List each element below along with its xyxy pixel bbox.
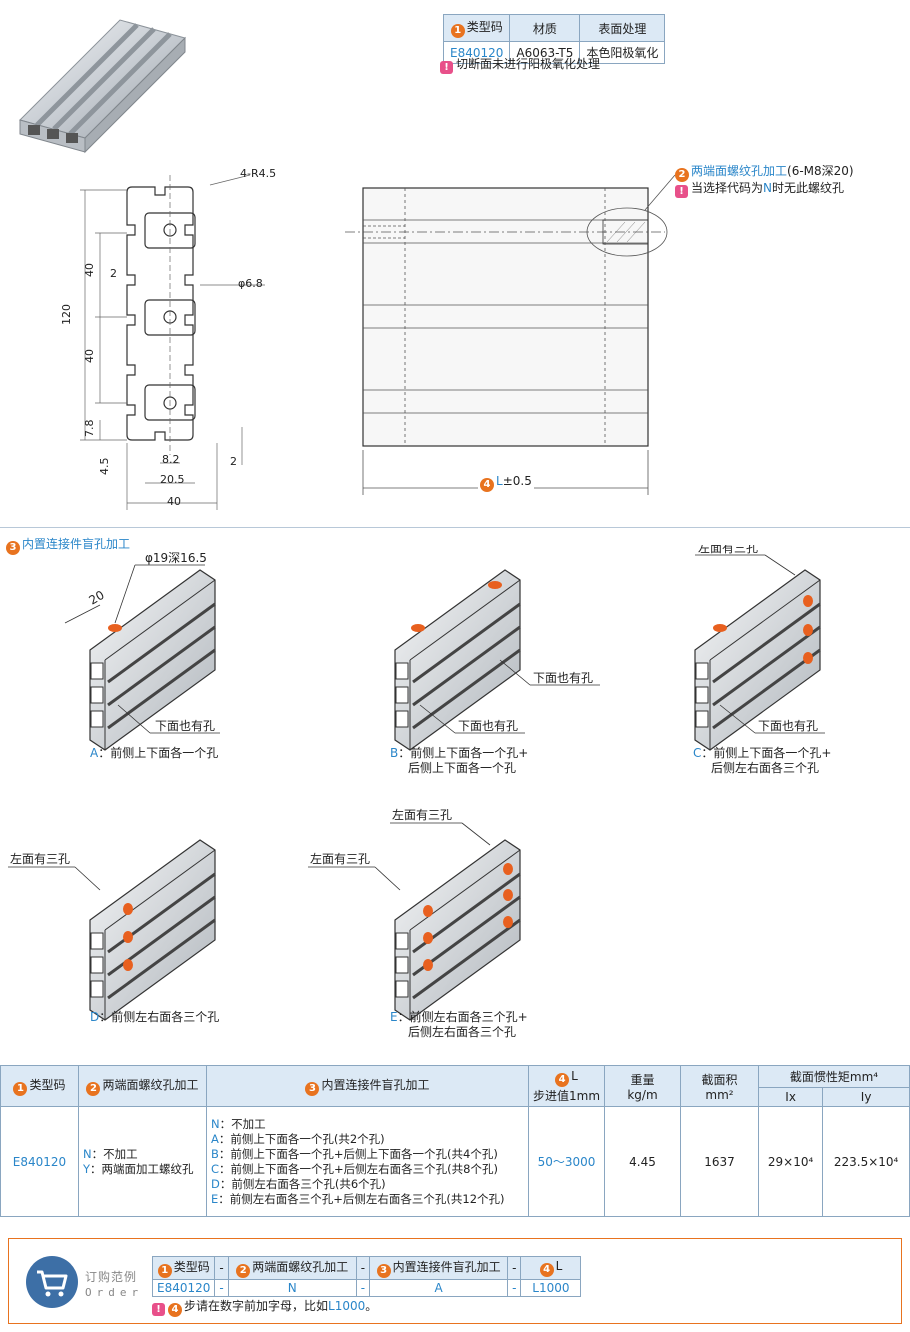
mat-header-surface: 表面处理 bbox=[579, 14, 666, 42]
svg-text:2: 2 bbox=[230, 455, 237, 468]
order-type-value: E840120 bbox=[151, 1279, 216, 1297]
svg-text:下面也有孔: 下面也有孔 bbox=[458, 719, 518, 733]
option-d-caption: D：前侧左右面各三个孔 bbox=[90, 1010, 220, 1024]
spec-header-iy: Iy bbox=[822, 1087, 910, 1107]
step-4-badge: 4 bbox=[480, 478, 494, 492]
order-sep-value: - bbox=[355, 1279, 371, 1297]
svg-text:20.5: 20.5 bbox=[160, 473, 185, 486]
warning-icon: ! bbox=[440, 61, 453, 74]
warning-icon: ! bbox=[152, 1303, 165, 1316]
mat-header-material: 材质 bbox=[509, 14, 581, 42]
svg-text:左面有三孔: 左面有三孔 bbox=[698, 545, 758, 555]
step-1-badge: 1 bbox=[450, 24, 465, 38]
order-header-sep: - bbox=[507, 1256, 522, 1280]
svg-text:下面也有孔: 下面也有孔 bbox=[533, 671, 593, 685]
svg-text:8.2: 8.2 bbox=[162, 453, 180, 466]
svg-text:20: 20 bbox=[87, 588, 107, 608]
option-c-caption: C：前侧上下面各一个孔+后侧左右面各三个孔 bbox=[693, 746, 832, 775]
spec-thread-options: N：不加工 Y：两端面加工螺纹孔 bbox=[78, 1106, 207, 1217]
spec-iy-value: 223.5×10⁴ bbox=[822, 1106, 910, 1217]
svg-text:下面也有孔: 下面也有孔 bbox=[758, 719, 818, 733]
spec-header-inertia: 截面惯性矩mm⁴ bbox=[758, 1065, 910, 1088]
warning-icon: ! bbox=[675, 185, 688, 198]
svg-text:左面有三孔: 左面有三孔 bbox=[392, 807, 452, 822]
mat-material-value: A6063-T5 bbox=[509, 41, 581, 64]
step-3-badge: 3 bbox=[6, 541, 20, 555]
mat-surface-value: 本色阳极氧化 bbox=[579, 41, 666, 64]
order-length-value: L1000 bbox=[520, 1279, 582, 1297]
mat-type-value: E840120 bbox=[442, 41, 511, 64]
svg-text:2: 2 bbox=[110, 267, 117, 280]
spec-type-value: E840120 bbox=[0, 1106, 79, 1217]
cut-note: !切断面未进行阳极氧化处理 bbox=[440, 55, 600, 74]
bar-d bbox=[88, 838, 217, 1022]
order-header-sep: - bbox=[355, 1256, 371, 1280]
spec-weight-value: 4.45 bbox=[604, 1106, 681, 1217]
svg-text:4-R4.5: 4-R4.5 bbox=[240, 167, 276, 180]
svg-text:40: 40 bbox=[167, 495, 181, 508]
svg-text:左面有三孔: 左面有三孔 bbox=[10, 851, 70, 866]
order-header-sep: - bbox=[214, 1256, 229, 1280]
svg-text:7.8: 7.8 bbox=[83, 420, 96, 438]
spec-area-value: 1637 bbox=[680, 1106, 759, 1217]
svg-text:下面也有孔: 下面也有孔 bbox=[155, 719, 215, 733]
svg-text:40: 40 bbox=[83, 349, 96, 363]
spec-blind-options: N：不加工 A：前侧上下面各一个孔(共2个孔) B：前侧上下面各一个孔+后侧上下… bbox=[206, 1106, 529, 1217]
option-e-caption: E：前侧左右面各三个孔+后侧左右面各三个孔 bbox=[390, 1010, 528, 1039]
order-label-en: Order bbox=[85, 1286, 144, 1299]
option-b-caption: B：前侧上下面各一个孔+后侧上下面各一个孔 bbox=[390, 746, 529, 775]
spec-length-value: 50～3000 bbox=[528, 1106, 605, 1217]
svg-text:40: 40 bbox=[83, 263, 96, 277]
cart-icon bbox=[26, 1256, 78, 1308]
order-sep-value: - bbox=[214, 1279, 229, 1297]
step-2-badge: 2 bbox=[675, 168, 689, 182]
thread-note: !当选择代码为N时无此螺纹孔 bbox=[675, 179, 844, 198]
bar-e bbox=[393, 838, 522, 1022]
svg-text:左面有三孔: 左面有三孔 bbox=[310, 851, 370, 866]
section-divider bbox=[0, 527, 910, 528]
side-view-drawing bbox=[345, 174, 676, 495]
order-example-box bbox=[8, 1238, 902, 1324]
svg-text:4.5: 4.5 bbox=[98, 458, 111, 476]
svg-text:φ6.8: φ6.8 bbox=[238, 277, 263, 290]
svg-text:120: 120 bbox=[60, 304, 73, 325]
svg-text:φ19深16.5: φ19深16.5 bbox=[145, 551, 207, 565]
blind-hole-illustrations: φ19深16.5 20 下面也有孔 下面也有孔 下面也有孔 左面有三孔 下面也有… bbox=[8, 545, 825, 1022]
order-sep-value: - bbox=[507, 1279, 522, 1297]
spec-header-ix: Ix bbox=[757, 1087, 824, 1107]
option-a-caption: A：前侧上下面各一个孔 bbox=[90, 746, 219, 760]
profile-3d-image bbox=[19, 19, 186, 154]
spec-ix-value: 29×10⁴ bbox=[757, 1106, 824, 1217]
order-thread-value: N bbox=[227, 1279, 357, 1297]
cross-section-drawing: 4-R4.5 φ6.8 120 40 40 2 7.8 4.5 8.2 20.5… bbox=[60, 167, 276, 510]
order-blind-value: A bbox=[369, 1279, 509, 1297]
hole-marker bbox=[108, 624, 122, 632]
order-label-cn: 订购范例 bbox=[85, 1270, 138, 1284]
